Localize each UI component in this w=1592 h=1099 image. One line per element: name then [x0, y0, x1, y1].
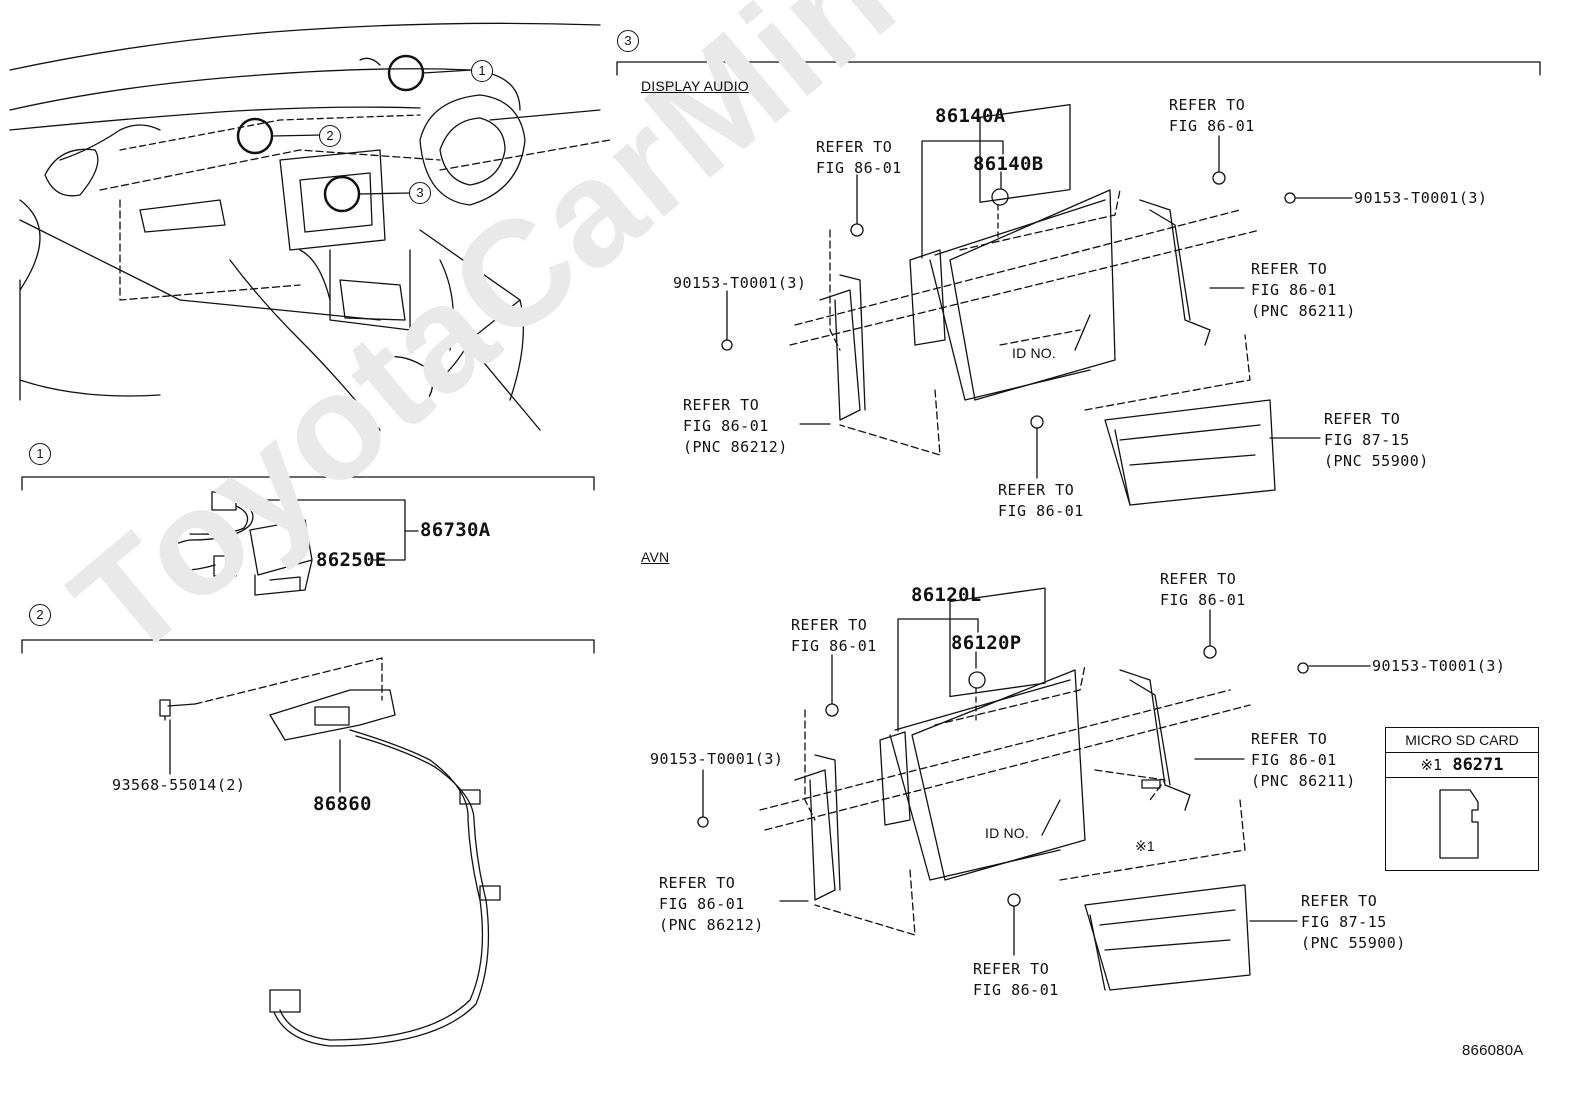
- avn-note-mark: ※1: [1135, 838, 1155, 854]
- part-86860: 86860: [313, 793, 372, 815]
- section-two-drawing: [159, 657, 501, 1047]
- overview-leader-1: [422, 69, 473, 74]
- part-86730a: 86730A: [420, 519, 491, 541]
- part-93568-55014: 93568-55014(2): [112, 776, 246, 794]
- da-part-86140b: 86140B: [973, 153, 1044, 175]
- display-audio-heading: DISPLAY AUDIO: [641, 78, 749, 94]
- da-leader-id: [1074, 314, 1091, 351]
- section-one-drawing: [166, 491, 419, 596]
- section-three-bracket: [616, 61, 1541, 76]
- overview-leader-3: [358, 192, 411, 195]
- section-two-bracket: [21, 639, 595, 654]
- avn-part-86120l: 86120L: [911, 584, 982, 606]
- avn-heading: AVN: [641, 549, 670, 565]
- micro-sd-card-box: MICRO SD CARD ※1 86271: [1385, 727, 1539, 871]
- da-part-86140a: 86140A: [935, 105, 1006, 127]
- micro-sd-card-part: ※1 86271: [1386, 753, 1538, 778]
- overview-callout-1: 1: [471, 60, 493, 82]
- overview-leader-2: [271, 134, 323, 137]
- avn-leader-id: [1041, 799, 1061, 836]
- da-bolt-right: 90153-T0001(3): [1354, 189, 1488, 207]
- overview-callout-2: 2: [319, 125, 341, 147]
- avn-part-86120p: 86120P: [951, 632, 1022, 654]
- da-bolt-left: 90153-T0001(3): [673, 274, 807, 292]
- section-three-marker: 3: [617, 30, 639, 52]
- display-audio-drawing: [721, 103, 1296, 506]
- section-two-marker: 2: [29, 604, 51, 626]
- avn-drawing: [697, 587, 1479, 991]
- micro-sd-card-title: MICRO SD CARD: [1386, 728, 1538, 753]
- da-bracket-86140a: [921, 140, 1004, 259]
- avn-id-label: ID NO.: [985, 825, 1029, 841]
- avn-bolt-left: 90153-T0001(3): [650, 750, 784, 768]
- dashboard-overview-drawing: [9, 22, 611, 431]
- section-one-bracket: [21, 476, 595, 491]
- section-one-marker: 1: [29, 443, 51, 465]
- da-id-label: ID NO.: [1012, 345, 1056, 361]
- avn-bracket-86120l: [897, 618, 979, 732]
- part-86250e: 86250E: [316, 549, 387, 571]
- avn-bolt-right: 90153-T0001(3): [1372, 657, 1506, 675]
- diagram-code: 866080A: [1462, 1042, 1524, 1059]
- overview-callout-3: 3: [409, 182, 431, 204]
